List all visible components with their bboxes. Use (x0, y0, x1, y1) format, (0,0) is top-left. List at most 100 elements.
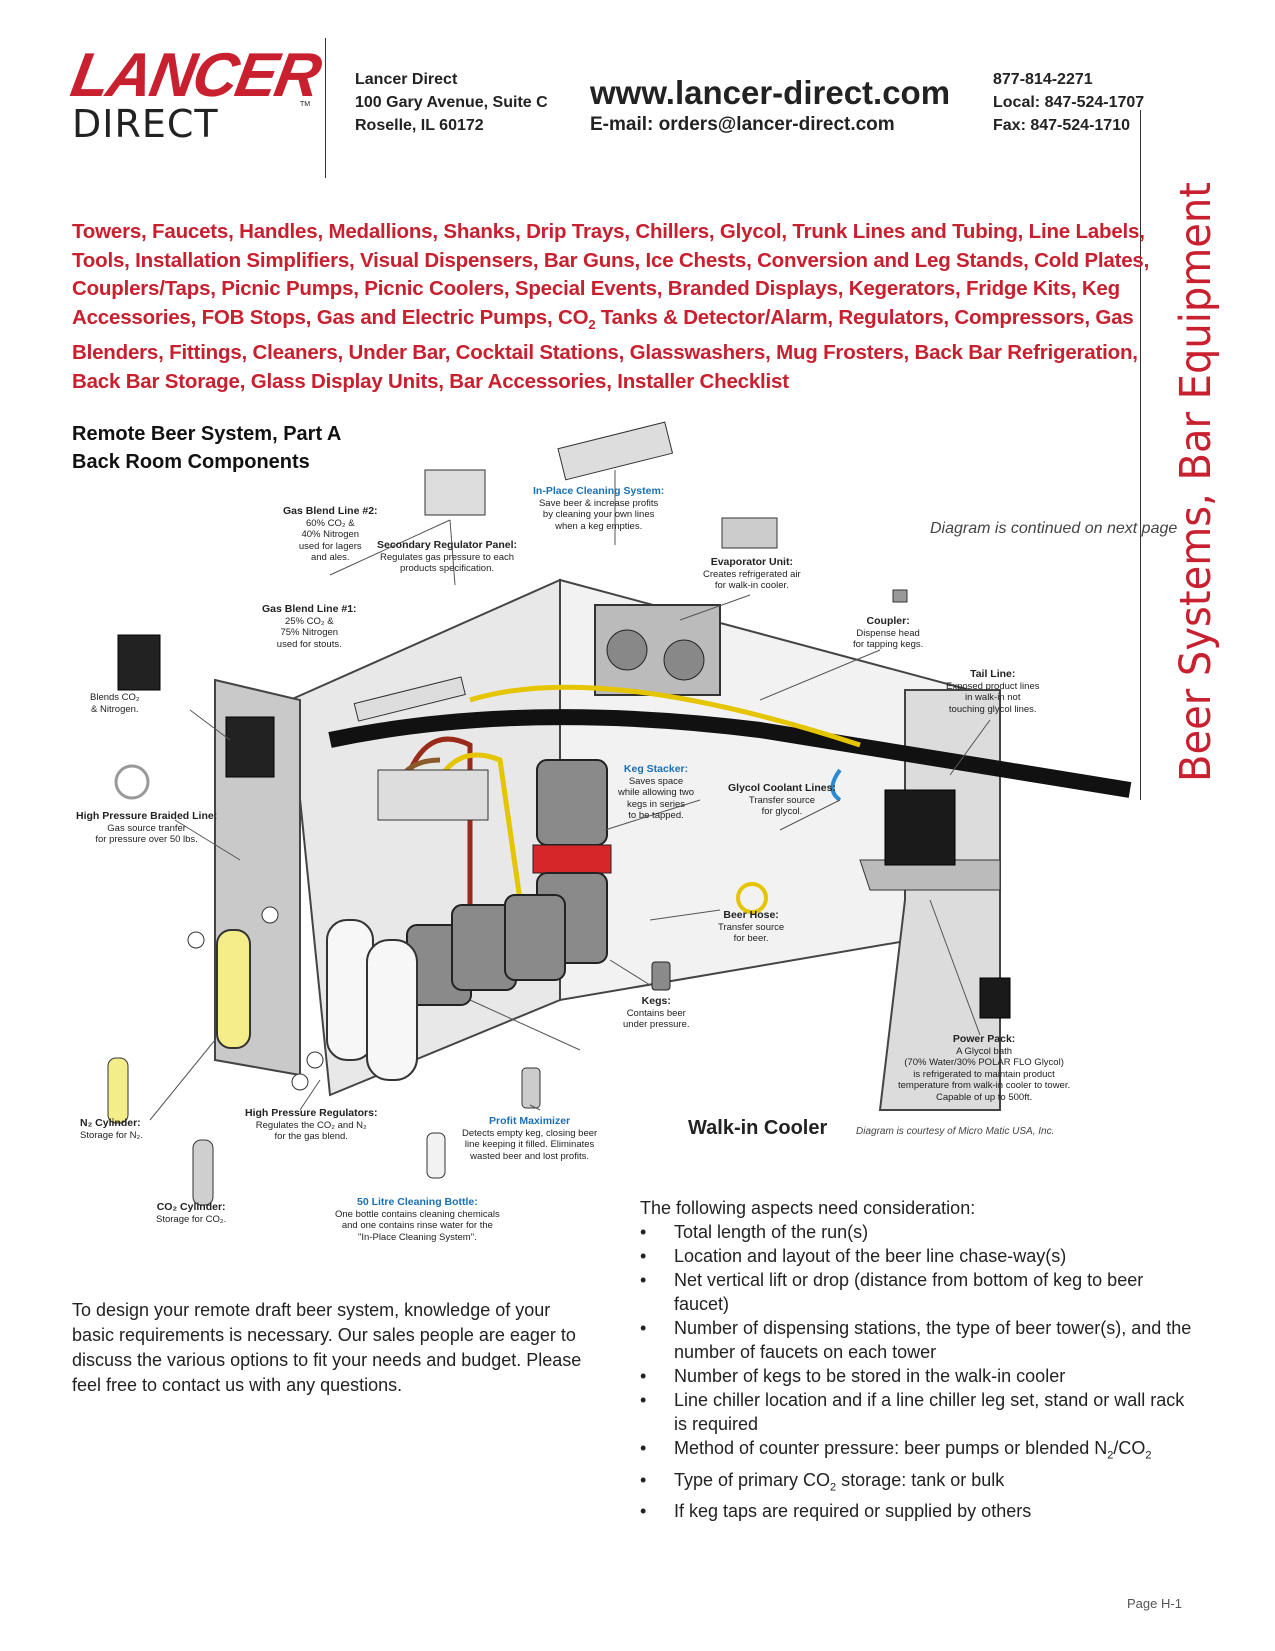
callout-line: Transfer source (718, 921, 785, 933)
callout-power-pack: Power Pack: A Glycol bath (70% Water/30%… (898, 1033, 1070, 1103)
callout-title: Power Pack: (952, 1033, 1016, 1045)
product-categories: Towers, Faucets, Handles, Medallions, Sh… (72, 218, 1162, 396)
callout-secondary-regulator: Secondary Regulator Panel: Regulates gas… (377, 539, 518, 575)
callout-title: Kegs: (641, 995, 671, 1007)
list-item: Net vertical lift or drop (distance from… (640, 1268, 1200, 1316)
email-link[interactable]: E-mail: orders@lancer-direct.com (590, 114, 895, 135)
callout-line: for glycol. (761, 806, 803, 817)
callout-line: Dispense head (856, 627, 920, 639)
callout-n2-cylinder: N₂ Cylinder: Storage for N₂. (80, 1117, 143, 1141)
callout-line: Regulates gas pressure to each (379, 551, 515, 563)
list-item-text: Type of primary CO (674, 1469, 831, 1490)
list-item-subscript: 2 (1107, 1449, 1114, 1462)
glycol-lines (469, 684, 861, 748)
section-title-2: Back Room Components (72, 451, 310, 473)
regulator-gauge (187, 931, 205, 949)
callout-line: while allowing two (618, 787, 695, 798)
side-title: Beer Systems, Bar Equipment (1171, 182, 1221, 782)
callout-line: is refrigerated to maintain product (913, 1068, 1055, 1080)
trunk-line (328, 709, 1132, 798)
considerations-block: The following aspects need consideration… (640, 1196, 1200, 1523)
n2-wall-cylinder (216, 929, 251, 1049)
callout-line: and ales. (310, 552, 350, 563)
n2-small-cylinder (107, 1057, 129, 1124)
phone-line: 877-814-2271 (993, 71, 1093, 88)
website-link[interactable]: www.lancer-direct.com (590, 74, 951, 111)
gas-blender-wall (225, 716, 275, 778)
braided-line-coil (114, 764, 150, 800)
callout-title: CO₂ Cylinder: (156, 1201, 226, 1213)
logo-direct-text: DIRECT (72, 102, 219, 146)
callout-line: Creates refrigerated air (703, 568, 801, 580)
list-item-text: storage: tank or bulk (836, 1469, 1005, 1490)
list-item-subscript: 2 (1145, 1449, 1152, 1462)
callout-line: by cleaning your own lines (542, 509, 655, 520)
callout-title: High Pressure Regulators: (245, 1107, 378, 1119)
callout-glycol-lines: Glycol Coolant Lines: Transfer source fo… (728, 782, 836, 818)
power-pack-unit (884, 789, 956, 866)
callout-line: Exposed product lines (946, 680, 1040, 692)
callout-line: Detects empty keg, closing beer (462, 1127, 598, 1139)
categories-part-b: Tanks & Detector/Alarm, Regulators, Comp… (72, 305, 1138, 393)
callout-coupler: Coupler: Dispense head for tapping kegs. (853, 615, 923, 651)
section-title-1: Remote Beer System, Part A (72, 423, 342, 445)
address-line: Lancer Direct (355, 71, 458, 88)
phone-line: Local: 847-524-1707 (993, 94, 1145, 111)
callout-title: High Pressure Braided Line: (76, 810, 218, 822)
diagram-courtesy-note: Diagram is courtesy of Micro Matic USA, … (856, 1126, 1055, 1137)
categories-subscript: 2 (588, 316, 596, 332)
list-item: Method of counter pressure: beer pumps o… (640, 1436, 1200, 1468)
intro-paragraph: To design your remote draft beer system,… (72, 1300, 582, 1395)
callout-line: used for stouts. (276, 638, 342, 650)
list-item: Total length of the run(s) (640, 1220, 1200, 1244)
callout-keg-stacker: Keg Stacker: Saves space while allowing … (618, 763, 695, 822)
callout-line: for beer. (733, 933, 769, 944)
keg-icon (651, 961, 671, 991)
power-pack-icon (979, 977, 1011, 1019)
evaporator-icon (721, 517, 778, 549)
considerations-list: Total length of the run(s) Location and … (640, 1220, 1200, 1523)
callout-line: (70% Water/30% POLAR FLO Glycol) (904, 1057, 1064, 1068)
callout-line: Regulates the CO₂ and N₂ (255, 1119, 367, 1131)
list-item: If keg taps are required or supplied by … (640, 1499, 1200, 1523)
callout-title: Gas Blend Line #1: (262, 603, 357, 615)
regulator-gauge (291, 1073, 309, 1091)
callout-title: Tail Line: (970, 668, 1016, 680)
callout-title: 50 Litre Cleaning Bottle: (357, 1196, 478, 1208)
callout-line: for pressure over 50 lbs. (95, 834, 198, 845)
address-block: Lancer Direct 100 Gary Avenue, Suite C R… (355, 68, 548, 137)
callout-line: Storage for N₂. (80, 1129, 143, 1141)
cleaning-bottle (426, 1132, 446, 1179)
callout-title: Beer Hose: (723, 909, 779, 921)
address-line: Roselle, IL 60172 (355, 117, 484, 134)
callout-cleaning-system: In-Place Cleaning System: Save beer & in… (533, 485, 664, 532)
callout-line: One bottle contains cleaning chemicals (335, 1208, 500, 1220)
secondary-regulator-panel (424, 469, 486, 516)
page-number: Page H-1 (1127, 1596, 1182, 1611)
callout-line: Transfer source (748, 794, 816, 806)
callout-title: Coupler: (866, 615, 910, 627)
callout-gas-blend-2: Gas Blend Line #2: 60% CO₂ & 40% Nitroge… (283, 505, 378, 564)
callout-line: Saves space (628, 775, 684, 787)
lancer-direct-logo: LANCER DIRECT TM (66, 41, 324, 146)
callout-line: in walk-in not (965, 692, 1021, 703)
callout-title: Profit Maximizer (489, 1115, 571, 1127)
list-item: Type of primary CO2 storage: tank or bul… (640, 1468, 1200, 1500)
list-item-text: Method of counter pressure: beer pumps o… (674, 1438, 1108, 1458)
evaporator-fan (663, 639, 705, 681)
coupler-icon (892, 589, 908, 603)
callout-line: A Glycol bath (956, 1045, 1013, 1057)
callout-line: to be tapped. (628, 810, 684, 821)
list-item-subscript: 2 (830, 1481, 837, 1494)
phone-line: Fax: 847-524-1710 (993, 117, 1130, 134)
callout-line: products specification. (400, 563, 495, 574)
callout-line: line keeping it filled. Eliminates (464, 1139, 595, 1150)
callout-line: for the gas blend. (274, 1131, 348, 1142)
phone-block: 877-814-2271 Local: 847-524-1707 Fax: 84… (993, 68, 1144, 137)
callout-line: 40% Nitrogen (301, 529, 360, 540)
callout-title: Secondary Regulator Panel: (377, 539, 518, 551)
callout-line: & Nitrogen. (91, 703, 139, 715)
callout-line: 75% Nitrogen (280, 627, 339, 638)
callout-hp-braided-line: High Pressure Braided Line: Gas source t… (76, 810, 218, 846)
